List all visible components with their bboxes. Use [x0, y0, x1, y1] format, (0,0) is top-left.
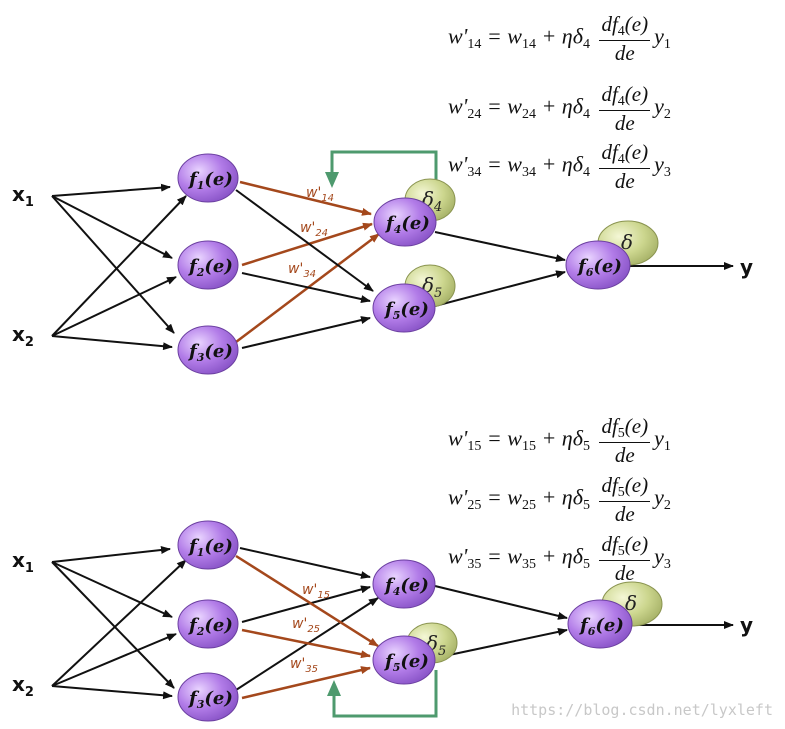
edge-f4-f6: [434, 231, 566, 263]
delta-4-sub: 4: [433, 200, 442, 215]
edge-x2-f3: [51, 685, 173, 700]
neuron-f4: f4(e): [373, 197, 437, 247]
neuron-f5: f5(e): [372, 283, 436, 333]
edge-f2-f4: [241, 585, 371, 623]
edge-f4-f6: [434, 585, 568, 620]
edge-f5-f6: [434, 270, 566, 307]
weight-label-w24: w'24: [300, 220, 328, 239]
output-y-label: y: [740, 255, 753, 279]
edge-x2-f2: [51, 276, 177, 337]
top-network: δ4 δ5 δ f1(e) f2(e) f3(e) f4(e) f5(e) f6…: [12, 150, 753, 375]
neuron-f6: f6(e): [565, 240, 631, 290]
edge-x2-f2: [51, 633, 177, 687]
input-x1-label: x1: [12, 182, 34, 210]
edge-f1-f4: [239, 547, 371, 579]
weight-label-w34: w'34: [288, 261, 316, 280]
input-x1-label: x1: [12, 548, 34, 576]
edge-f3-f5: [241, 316, 371, 349]
edge-x1-f1: [51, 183, 171, 197]
feedback-arrow-bottom: [327, 670, 438, 718]
neuron-f6: f6(e): [567, 599, 633, 649]
delta-out-symbol: δ: [621, 230, 633, 254]
bottom-network: δ5 δ f1(e) f2(e) f3(e) f4(e) f5(e) f6(e)…: [12, 520, 753, 722]
edge-x1-f3: [51, 561, 175, 689]
edge-f5-f6: [434, 627, 568, 659]
edge-f3-f5: [241, 666, 371, 700]
svg-text:f5(e): f5(e): [383, 299, 429, 322]
neuron-f3: f3(e): [177, 672, 239, 722]
input-x2-label: x2: [12, 322, 34, 350]
neuron-f4: f4(e): [372, 559, 436, 609]
edge-x2-f1: [51, 559, 187, 687]
svg-text:f4(e): f4(e): [384, 213, 430, 236]
neuron-f1: f1(e): [177, 520, 239, 570]
derivative-fraction: df5(e)de: [599, 473, 651, 526]
neuron-f2: f2(e): [177, 599, 239, 649]
edge-x1-f3: [51, 195, 175, 334]
svg-text:f5(e): f5(e): [383, 651, 429, 674]
delta-5-sub: 5: [434, 286, 442, 301]
edge-f1-f4: [239, 180, 372, 216]
delta-5-sub: 5: [438, 644, 446, 659]
neuron-f1: f1(e): [177, 153, 239, 203]
edge-f2-f5: [241, 628, 371, 659]
svg-text:f2(e): f2(e): [187, 256, 233, 279]
derivative-fraction: df4(e)de: [599, 82, 651, 135]
svg-text:f6(e): f6(e): [578, 615, 624, 638]
neuron-f5: f5(e): [372, 635, 436, 685]
edge-f1-f5: [235, 554, 379, 648]
edge-x1-f2: [51, 561, 173, 618]
output-y-label: y: [740, 613, 753, 637]
derivative-fraction: df4(e)de: [599, 140, 651, 193]
svg-text:f4(e): f4(e): [383, 575, 429, 598]
weight-label-w14: w'14: [306, 185, 334, 204]
edge-f2-f5: [241, 272, 371, 303]
edge-x1-f2: [51, 195, 173, 259]
svg-text:f3(e): f3(e): [187, 688, 233, 711]
edge-f1-f5: [235, 189, 374, 292]
svg-text:f1(e): f1(e): [187, 536, 233, 559]
svg-text:f1(e): f1(e): [187, 169, 233, 192]
neuron-f2: f2(e): [177, 240, 239, 290]
watermark: https://blog.csdn.net/lyxleft: [511, 701, 773, 719]
feedback-arrow-top: [325, 150, 438, 188]
edge-x2-f1: [51, 195, 187, 337]
edge-x1-f1: [51, 546, 171, 563]
weight-label-w35: w'35: [290, 656, 318, 675]
delta-out-symbol: δ: [625, 591, 637, 615]
svg-text:f3(e): f3(e): [187, 341, 233, 364]
weight-label-w25: w'25: [292, 616, 320, 635]
derivative-fraction: df5(e)de: [599, 414, 651, 467]
neuron-f3: f3(e): [177, 325, 239, 375]
derivative-fraction: df4(e)de: [599, 12, 651, 65]
svg-text:f2(e): f2(e): [187, 615, 233, 638]
edge-f2-f4: [241, 222, 373, 267]
edge-x2-f3: [51, 335, 173, 351]
svg-text:f6(e): f6(e): [576, 256, 622, 279]
derivative-fraction: df5(e)de: [599, 532, 651, 585]
input-x2-label: x2: [12, 672, 34, 700]
weight-label-w15: w'15: [302, 582, 330, 601]
